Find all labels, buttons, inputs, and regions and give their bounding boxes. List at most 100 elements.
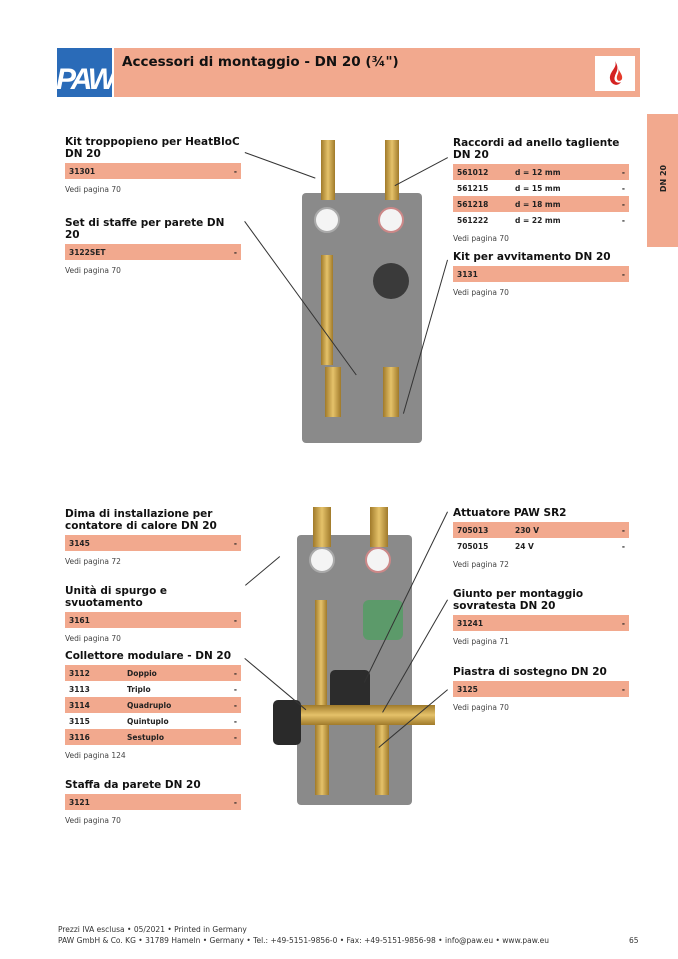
article-number: 3145 (69, 538, 90, 548)
paw-logo: PAW (57, 48, 112, 97)
page-reference[interactable]: Vedi pagina 71 (453, 637, 509, 646)
article-price: - (621, 167, 625, 177)
article-description: d = 22 mm (515, 215, 561, 225)
article-row: 3115 Quintuplo - (65, 713, 241, 729)
section-unita-spurgo: Unità di spurgo e svuotamento 3161 -Vedi… (65, 585, 241, 643)
section-title: Giunto per montaggio sovratesta DN 20 (453, 588, 584, 612)
article-price: - (233, 732, 237, 742)
article-price: - (621, 199, 625, 209)
article-row: 705015 24 V - (453, 538, 629, 554)
article-price: - (233, 716, 237, 726)
footer-line-1: Prezzi IVA esclusa • 05/2021 • Printed i… (58, 925, 247, 934)
page-reference[interactable]: Vedi pagina 70 (453, 703, 509, 712)
article-price: - (621, 541, 625, 551)
article-price: - (621, 525, 625, 535)
article-row: 3112 Doppio - (65, 665, 241, 681)
article-row: 31241 - (453, 615, 629, 631)
section-title: Staffa da parete DN 20 (65, 779, 201, 791)
article-price: - (233, 700, 237, 710)
article-number: 3161 (69, 615, 90, 625)
article-description: d = 15 mm (515, 183, 561, 193)
article-number: 31241 (457, 618, 484, 628)
article-description: Sestuplo (127, 732, 164, 742)
page-reference[interactable]: Vedi pagina 72 (453, 560, 509, 569)
article-price: - (621, 618, 625, 628)
side-tab-dn20[interactable]: DN 20 (647, 114, 678, 247)
page-reference[interactable]: Vedi pagina 124 (65, 751, 126, 760)
article-price: - (233, 166, 237, 176)
page-reference[interactable]: Vedi pagina 70 (453, 288, 509, 297)
article-number: 561012 (457, 167, 489, 177)
article-number: 3114 (69, 700, 90, 710)
section-piastra: Piastra di sostegno DN 20 3125 - Vedi pag… (453, 666, 629, 712)
article-number: 31301 (69, 166, 96, 176)
page-reference[interactable]: Vedi pagina 70 (65, 185, 121, 194)
product-image-heatbloc (285, 135, 440, 445)
article-number: 3116 (69, 732, 90, 742)
article-number: 561215 (457, 183, 489, 193)
article-row: 31301 - (65, 163, 241, 179)
article-row: 705013 230 V - (453, 522, 629, 538)
article-row: 561215 d = 15 mm - (453, 180, 629, 196)
article-description: Quintuplo (127, 716, 169, 726)
article-number: 3122SET (69, 247, 106, 257)
header-bar: Accessori di montaggio - DN 20 (¾") (114, 48, 640, 97)
article-description: Quadruplo (127, 700, 172, 710)
section-raccordi: Raccordi ad anello tagliente DN 20 56101… (453, 137, 629, 243)
article-row: 3113 Triplo - (65, 681, 241, 697)
article-row: 561222 d = 22 mm - (453, 212, 629, 228)
flame-icon (595, 56, 635, 91)
section-title: Kit per avvitamento DN 20 (453, 251, 611, 263)
article-number: 561222 (457, 215, 489, 225)
article-price: - (233, 668, 237, 678)
page-reference[interactable]: Vedi pagina 72 (65, 557, 121, 566)
article-row: 561218 d = 18 mm - (453, 196, 629, 212)
section-title: Kit troppopieno per HeatBloC DN 20 (65, 136, 240, 160)
section-title: Set di staffe per parete DN 20 (65, 217, 225, 241)
article-description: Doppio (127, 668, 157, 678)
section-staffa: Staffa da parete DN 20 3121 - Vedi pagina… (65, 779, 241, 825)
article-row: 3145 - (65, 535, 241, 551)
article-description: 24 V (515, 541, 534, 551)
article-description: d = 18 mm (515, 199, 561, 209)
section-dima: Dima di installazione per contatore di c… (65, 508, 241, 566)
article-row: 3131 - (453, 266, 629, 282)
article-row: 3122SET - (65, 244, 241, 260)
section-title: Collettore modulare - DN 20 (65, 650, 232, 662)
article-price: - (233, 797, 237, 807)
article-row: 3114 Quadruplo - (65, 697, 241, 713)
article-number: 3125 (457, 684, 478, 694)
article-price: - (621, 215, 625, 225)
product-image-heat-meter-group (265, 505, 440, 805)
section-kit-avvitamento: Kit per avvitamento DN 20 3131 - Vedi pag… (453, 251, 629, 297)
article-number: 3112 (69, 668, 90, 678)
section-collettore: Collettore modulare - DN 20 3112 Doppio … (65, 650, 241, 760)
article-price: - (233, 538, 237, 548)
section-kit-troppopieno: Kit troppopieno per HeatBloC DN 20 31301… (65, 136, 241, 194)
page-reference[interactable]: Vedi pagina 70 (453, 234, 509, 243)
article-price: - (621, 269, 625, 279)
article-row: 3116 Sestuplo - (65, 729, 241, 745)
article-number: 3115 (69, 716, 90, 726)
article-price: - (233, 247, 237, 257)
section-attuatore: Attuatore PAW SR2 705013 230 V - 705015 … (453, 507, 629, 569)
article-number: 3113 (69, 684, 90, 694)
article-number: 561218 (457, 199, 489, 209)
article-description: Triplo (127, 684, 151, 694)
logo-text: PAW (57, 63, 112, 96)
article-price: - (233, 684, 237, 694)
article-row: 3121 - (65, 794, 241, 810)
article-number: 3121 (69, 797, 90, 807)
page-number: 65 (629, 936, 639, 945)
article-price: - (621, 684, 625, 694)
article-description: 230 V (515, 525, 540, 535)
article-row: 3125 - (453, 681, 629, 697)
article-number: 3131 (457, 269, 478, 279)
section-title: Piastra di sostegno DN 20 (453, 666, 607, 678)
page-reference[interactable]: Vedi pagina 70 (65, 266, 121, 275)
page-reference[interactable]: Vedi pagina 70 (65, 816, 121, 825)
section-title: Attuatore PAW SR2 (453, 507, 567, 519)
page-reference[interactable]: Vedi pagina 70 (65, 634, 121, 643)
article-price: - (621, 183, 625, 193)
section-title: Raccordi ad anello tagliente DN 20 (453, 137, 620, 161)
